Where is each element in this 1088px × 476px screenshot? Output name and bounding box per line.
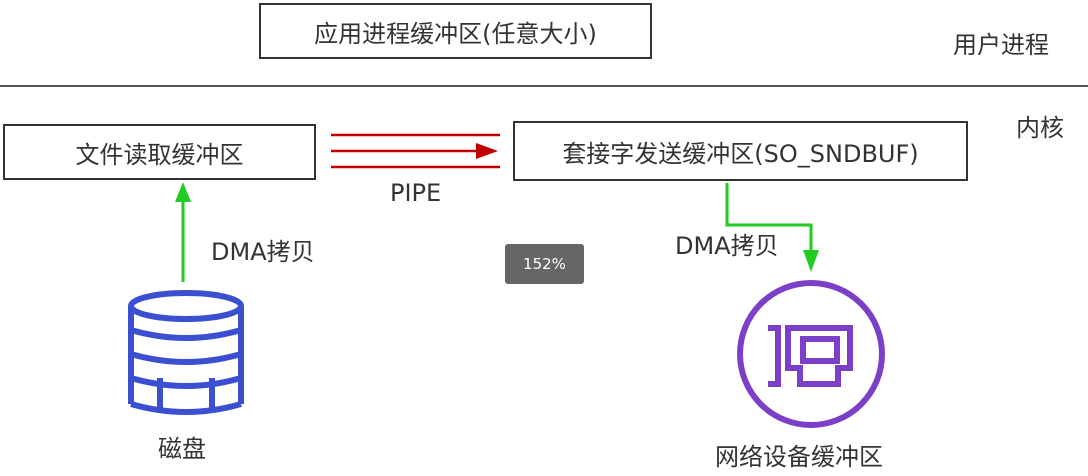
dma-label-right: DMA拷贝 bbox=[675, 232, 779, 260]
dma-label-left: DMA拷贝 bbox=[211, 238, 315, 266]
dma-arrow-left bbox=[175, 182, 191, 282]
disk-label: 磁盘 bbox=[158, 435, 206, 463]
pipe-label: PIPE bbox=[390, 179, 442, 207]
app-buffer-label: 应用进程缓冲区(任意大小) bbox=[314, 19, 597, 48]
kernel-label: 内核 bbox=[1016, 114, 1064, 142]
zoom-value: 152% bbox=[523, 255, 566, 273]
pipe-arrow bbox=[331, 133, 500, 169]
socket-send-buffer-label: 套接字发送缓冲区(SO_SNDBUF) bbox=[562, 139, 919, 168]
file-read-buffer-label: 文件读取缓冲区 bbox=[75, 140, 244, 169]
dma-arrow-right bbox=[725, 183, 819, 272]
socket-send-buffer-box: 套接字发送缓冲区(SO_SNDBUF) bbox=[513, 121, 968, 181]
zoom-indicator: 152% bbox=[505, 244, 584, 284]
database-icon bbox=[128, 290, 244, 415]
user-kernel-divider bbox=[0, 85, 1088, 87]
network-card-icon bbox=[737, 280, 885, 428]
user-process-label: 用户进程 bbox=[953, 31, 1049, 59]
file-read-buffer-box: 文件读取缓冲区 bbox=[3, 124, 316, 180]
nic-buffer-label: 网络设备缓冲区 bbox=[715, 443, 883, 471]
app-buffer-box: 应用进程缓冲区(任意大小) bbox=[259, 3, 652, 59]
